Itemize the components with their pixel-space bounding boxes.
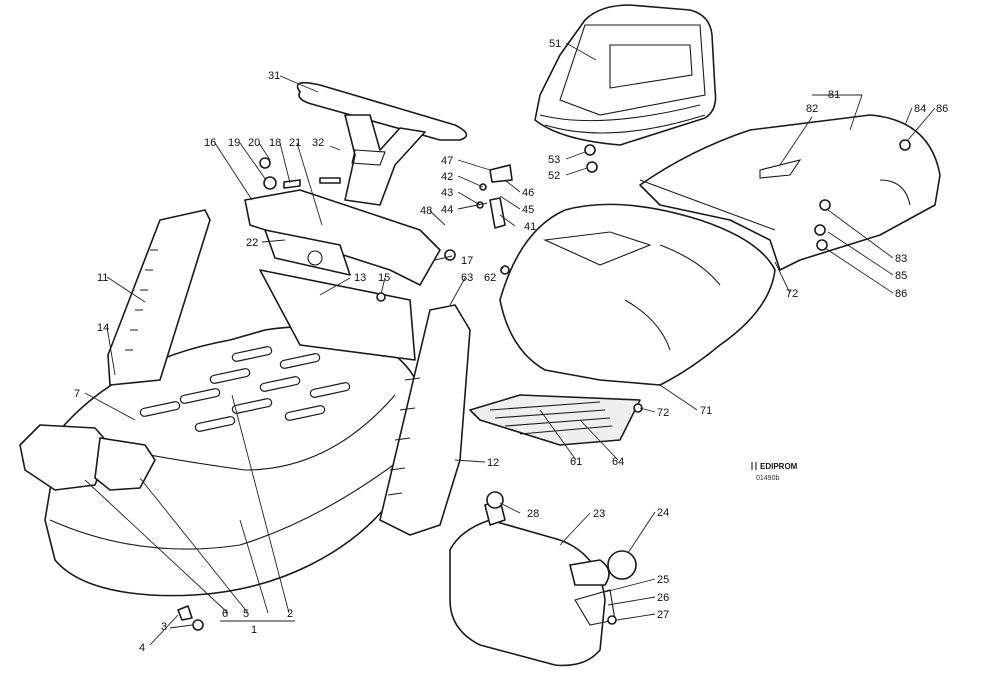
callout-3: 3 (161, 621, 167, 633)
callout-44: 44 (441, 204, 453, 216)
callout-32: 32 (312, 137, 324, 149)
callout-21: 21 (289, 137, 301, 149)
callout-16: 16 (204, 137, 216, 149)
callout-1: 1 (251, 624, 257, 636)
callout-26: 26 (657, 592, 669, 604)
callout-84: 84 (914, 103, 926, 115)
callout-13: 13 (354, 272, 366, 284)
callout-48: 48 (420, 205, 432, 217)
fuel-tank (449, 491, 637, 667)
callout-22: 22 (246, 237, 258, 249)
callout-64: 64 (612, 456, 624, 468)
callout-81: 81 (828, 89, 840, 101)
callout-62: 62 (484, 272, 496, 284)
dashboard (244, 189, 441, 286)
callout-12: 12 (487, 457, 499, 469)
callout-72-upper: 72 (786, 288, 798, 300)
callout-labels: 51 31 16 19 20 18 21 32 22 13 15 17 63 4… (74, 38, 948, 654)
callout-86-bottom: 86 (895, 288, 907, 300)
callout-52: 52 (548, 170, 560, 182)
callout-86-top: 86 (936, 103, 948, 115)
seat (534, 4, 717, 146)
lower-panel (259, 269, 416, 361)
drawing-code: 01490b (756, 475, 779, 482)
callout-61: 61 (570, 456, 582, 468)
callout-31: 31 (268, 70, 280, 82)
callout-45: 45 (522, 204, 534, 216)
small-hardware (177, 139, 911, 631)
callout-83: 83 (895, 253, 907, 265)
callout-18: 18 (269, 137, 281, 149)
callout-28: 28 (527, 508, 539, 520)
callout-5: 5 (243, 608, 249, 620)
side-panel-right (379, 304, 471, 536)
front-hood (19, 326, 423, 597)
callout-25: 25 (657, 574, 669, 586)
callout-15: 15 (378, 272, 390, 284)
floor-mat (469, 394, 641, 446)
callout-43: 43 (441, 187, 453, 199)
callout-17: 17 (461, 255, 473, 267)
callout-24: 24 (657, 507, 669, 519)
callout-47: 47 (441, 155, 453, 167)
callout-82: 82 (806, 103, 818, 115)
callout-23: 23 (593, 508, 605, 520)
side-panel-left (107, 209, 211, 386)
callout-63: 63 (461, 272, 473, 284)
callout-20: 20 (248, 137, 260, 149)
callout-4: 4 (139, 642, 145, 654)
hood-vent-slots (139, 346, 351, 432)
callout-11: 11 (97, 272, 108, 284)
callout-7: 7 (74, 388, 80, 400)
callout-72-lower: 72 (657, 407, 669, 419)
callout-6: 6 (222, 608, 228, 620)
rear-fender-body (499, 114, 941, 386)
callout-19: 19 (228, 137, 240, 149)
callout-53: 53 (548, 154, 560, 166)
leader-lines (84, 42, 936, 646)
callout-14: 14 (97, 322, 109, 334)
callout-41: 41 (524, 221, 536, 233)
callout-46: 46 (522, 187, 534, 199)
callout-42: 42 (441, 171, 453, 183)
callout-27: 27 (657, 609, 669, 621)
callout-85: 85 (895, 270, 907, 282)
callout-51: 51 (549, 38, 561, 50)
publisher-logo: EDIPROM 01490b (751, 462, 798, 482)
callout-2: 2 (287, 608, 293, 620)
logo-brand: EDIPROM (760, 462, 798, 471)
callout-71: 71 (700, 405, 712, 417)
steering-wheel (296, 81, 468, 206)
